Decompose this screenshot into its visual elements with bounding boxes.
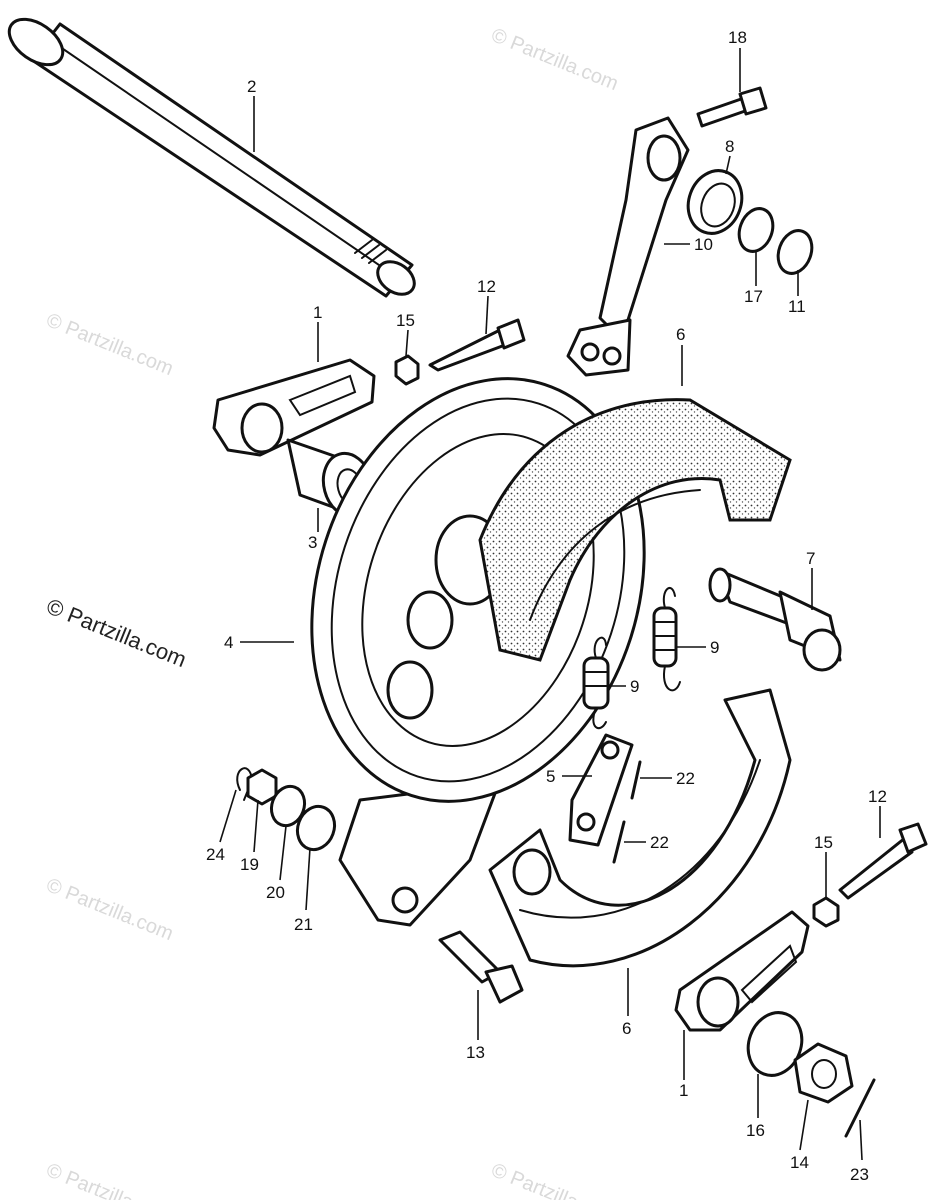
watermark-faint: © Partzilla.com: [43, 309, 176, 380]
callout-3: 3: [308, 533, 317, 552]
watermark-primary: © Partzilla.com: [43, 593, 190, 672]
callout-labels: 2 18 8 10 17 11 12 15 1 6 3 7 4 9 9 5 22…: [206, 28, 887, 1184]
callout-6-upper: 6: [676, 325, 685, 344]
watermark-faint: © Partzilla.com: [488, 1159, 621, 1200]
part-pin-22-lower: [612, 820, 626, 864]
part-link-plate-5: [568, 733, 634, 847]
callout-7: 7: [806, 549, 815, 568]
part-bolt-12-lower: [838, 822, 928, 900]
callout-11: 11: [788, 297, 806, 316]
callout-4: 4: [224, 633, 233, 652]
callout-13: 13: [466, 1043, 485, 1062]
callout-1-upper: 1: [313, 303, 322, 322]
watermark-faint: © Partzilla.com: [488, 24, 621, 95]
part-cotter-pin-23: [844, 1078, 876, 1138]
callout-12-lower: 12: [868, 787, 887, 806]
callout-2: 2: [247, 77, 256, 96]
part-nut-15-upper: [394, 354, 420, 386]
part-washer-21: [295, 804, 337, 852]
part-pin-22-upper: [630, 760, 642, 800]
part-bolt-12-upper: [428, 318, 526, 372]
callout-18: 18: [728, 28, 747, 47]
part-adjuster-1-upper: [212, 358, 376, 457]
callout-14: 14: [790, 1153, 809, 1172]
callout-21: 21: [294, 915, 313, 934]
callout-6-lower: 6: [622, 1019, 631, 1038]
callout-17: 17: [744, 287, 763, 306]
callout-20: 20: [266, 883, 285, 902]
part-washer-16: [746, 1011, 804, 1077]
callout-9-left: 9: [630, 677, 639, 696]
part-spring-9-right: [652, 587, 681, 692]
leader-lines: [219, 48, 881, 1161]
watermark-faint: © Partzilla.com: [43, 874, 176, 945]
callout-16: 16: [746, 1121, 765, 1140]
part-nut-19: [246, 768, 278, 806]
part-cam-7: [708, 567, 842, 672]
part-axle: [7, 17, 416, 298]
watermark-faint: © Partzilla.com: [43, 1159, 176, 1200]
part-adjuster-1-lower: [674, 910, 810, 1032]
part-brake-arm: [566, 116, 690, 377]
callout-12-upper: 12: [477, 277, 496, 296]
part-bolt-13: [438, 930, 524, 1004]
callout-15-upper: 15: [396, 311, 415, 330]
part-nut-11: [776, 229, 814, 275]
callout-23: 23: [850, 1165, 869, 1184]
callout-22-upper: 22: [676, 769, 695, 788]
part-spring-9-left: [582, 636, 610, 730]
part-washer-17: [737, 207, 775, 253]
callout-8: 8: [725, 137, 734, 156]
callout-15-lower: 15: [814, 833, 833, 852]
callout-22-lower: 22: [650, 833, 669, 852]
part-washer-20: [269, 784, 307, 828]
part-brake-shoe-lower: [488, 688, 792, 968]
part-brake-shoe-upper: [478, 398, 792, 662]
callout-5: 5: [546, 767, 555, 786]
part-castle-nut-14: [793, 1042, 854, 1104]
callout-24: 24: [206, 845, 225, 864]
callout-19: 19: [240, 855, 259, 874]
part-nut-15-lower: [812, 896, 840, 928]
callout-1-lower: 1: [679, 1081, 688, 1100]
part-bolt-18: [696, 86, 768, 128]
callout-9-right: 9: [710, 638, 719, 657]
callout-10: 10: [694, 235, 713, 254]
